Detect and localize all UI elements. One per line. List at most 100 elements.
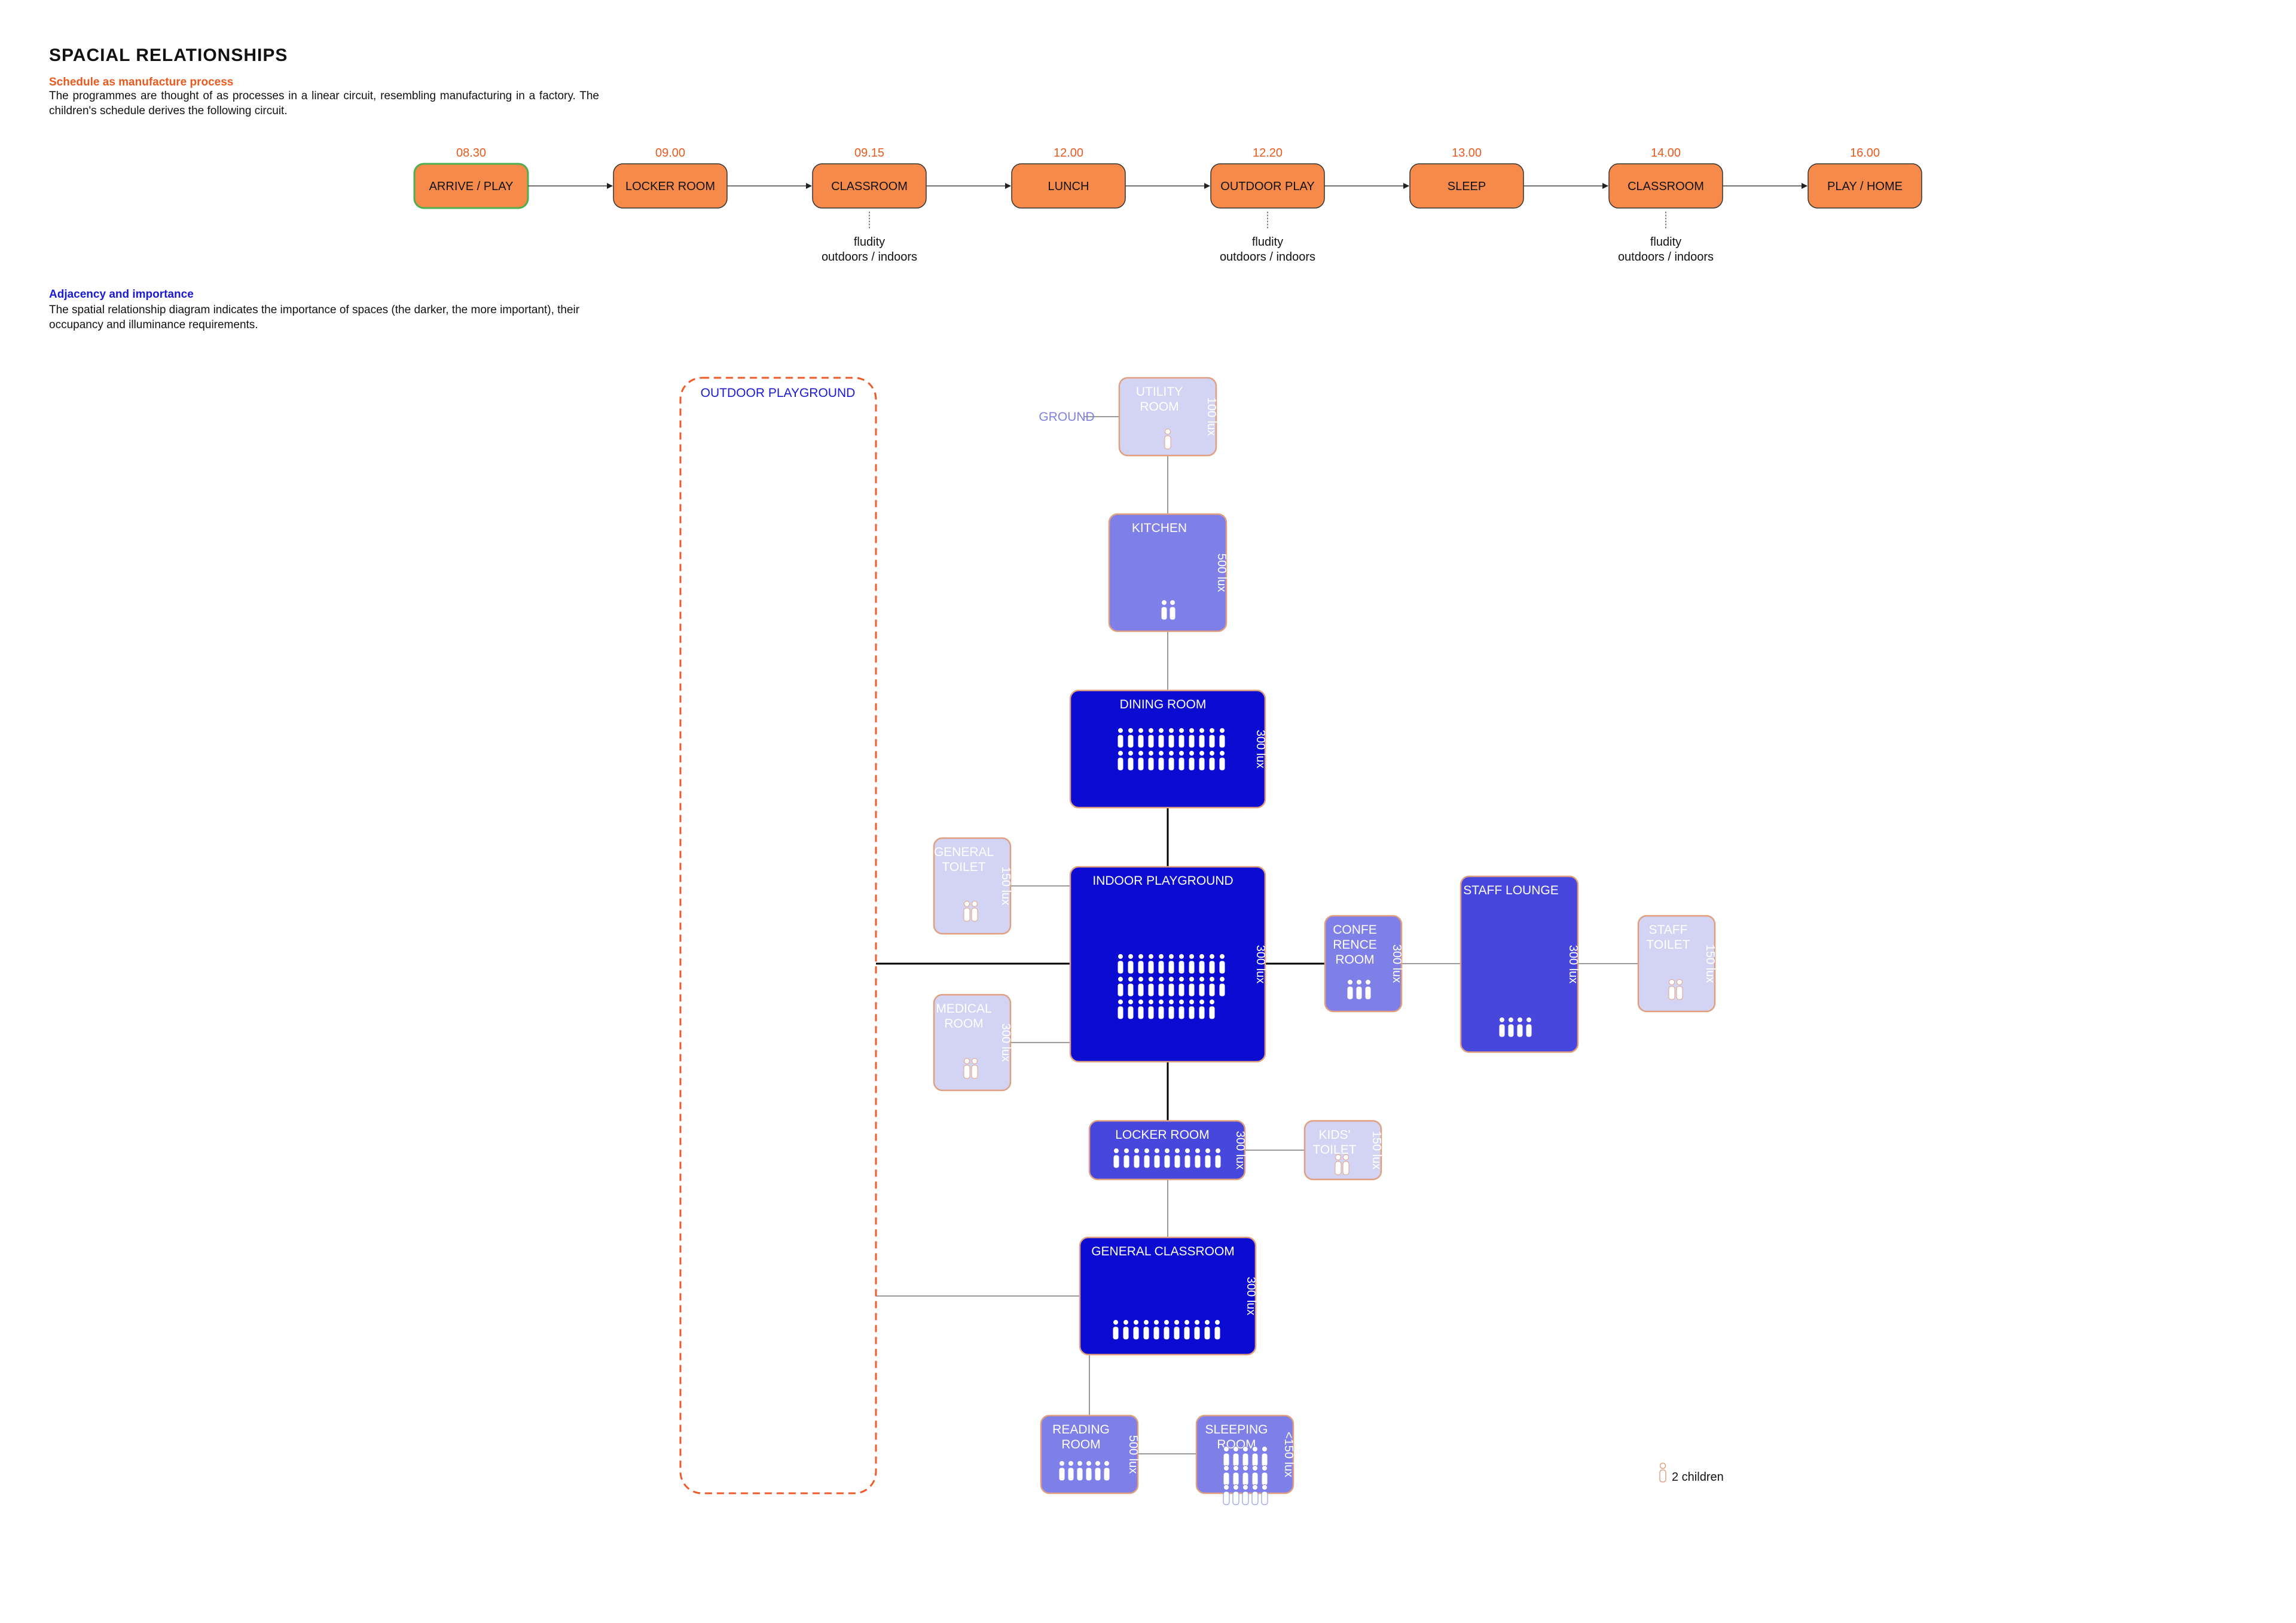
child-figure-body bbox=[1204, 1154, 1211, 1169]
child-figure-body bbox=[1188, 960, 1195, 974]
child-figure-head bbox=[1154, 1148, 1160, 1154]
child-figure-body bbox=[1347, 986, 1354, 1000]
child-figure-head bbox=[1148, 976, 1154, 982]
child-figure-body bbox=[1168, 960, 1175, 974]
child-figure-body bbox=[1153, 1154, 1161, 1169]
ground-label: GROUND bbox=[1039, 410, 1094, 424]
child-figure-body bbox=[1498, 1023, 1506, 1038]
child-figure-head bbox=[1209, 728, 1215, 733]
child-figure-head bbox=[1242, 1465, 1248, 1471]
room-lux: 100 lux bbox=[1205, 398, 1218, 436]
child-figure-head bbox=[1184, 1148, 1190, 1154]
child-figure-head bbox=[1118, 999, 1123, 1005]
child-figure-body bbox=[1188, 1005, 1195, 1020]
child-figure-body bbox=[1122, 1326, 1129, 1340]
child-figure-body bbox=[1168, 757, 1175, 771]
child-figure-head bbox=[1138, 750, 1144, 756]
child-figure-body bbox=[1242, 1453, 1249, 1467]
legend-figure-head bbox=[1659, 1462, 1666, 1469]
child-figure-head bbox=[1168, 750, 1174, 756]
child-figure-head bbox=[1123, 1148, 1129, 1154]
child-figure-head bbox=[1168, 953, 1174, 959]
child-figure-body bbox=[1178, 983, 1185, 997]
child-figure-head bbox=[1118, 728, 1123, 733]
child-figure-head bbox=[1158, 953, 1164, 959]
child-figure-body bbox=[1127, 960, 1134, 974]
child-figure-head bbox=[1365, 979, 1371, 985]
fluidity-note: fludity bbox=[854, 236, 885, 249]
adjacency-links: GROUND bbox=[876, 410, 1638, 1454]
child-figure-head bbox=[1068, 1460, 1074, 1466]
room-name: ROOM bbox=[1061, 1438, 1100, 1451]
child-figure-head bbox=[1161, 600, 1167, 606]
room-name: KITCHEN bbox=[1132, 521, 1187, 535]
child-figure-body bbox=[1188, 983, 1195, 997]
page-title: SPACIAL RELATIONSHIPS bbox=[49, 45, 288, 65]
room-name: READING bbox=[1052, 1423, 1110, 1436]
child-figure-head bbox=[1189, 953, 1195, 959]
child-figure-head bbox=[1059, 1460, 1065, 1466]
room-lux: 300 lux bbox=[999, 1023, 1012, 1062]
child-figure-head bbox=[1262, 1465, 1268, 1471]
child-figure-head bbox=[1209, 750, 1215, 756]
child-figure-head bbox=[1252, 1446, 1258, 1452]
child-figure-head bbox=[1205, 1148, 1211, 1154]
child-figure-head bbox=[1499, 1017, 1505, 1023]
child-figure-head bbox=[1158, 750, 1164, 756]
child-figure-head bbox=[1526, 1017, 1532, 1023]
child-figure-body bbox=[1198, 983, 1205, 997]
child-figure-body bbox=[1163, 1326, 1170, 1340]
child-figure-head bbox=[1219, 750, 1225, 756]
child-figure-head bbox=[1148, 750, 1154, 756]
child-figure-body bbox=[1158, 757, 1165, 771]
child-figure-head bbox=[1356, 979, 1362, 985]
child-figure-body bbox=[1094, 1467, 1101, 1481]
child-figure-body bbox=[1067, 1467, 1074, 1481]
child-figure-head bbox=[1144, 1148, 1150, 1154]
room-name: KIDS' bbox=[1318, 1128, 1350, 1142]
child-figure-head bbox=[1095, 1460, 1101, 1466]
child-figure-head bbox=[1148, 728, 1154, 733]
child-figure-body bbox=[1198, 757, 1205, 771]
child-figure-head bbox=[1204, 1319, 1210, 1325]
room-name: ROOM bbox=[1140, 400, 1178, 414]
child-figure-body bbox=[1178, 734, 1185, 748]
child-figure-body bbox=[1137, 734, 1144, 748]
child-figure-body bbox=[1147, 757, 1155, 771]
child-figure-body bbox=[1251, 1491, 1259, 1505]
room-lux: 300 lux bbox=[1234, 1131, 1247, 1170]
child-figure-head bbox=[1168, 999, 1174, 1005]
room-lux: 150 lux bbox=[999, 867, 1012, 906]
room-name: ROOM bbox=[1335, 953, 1374, 967]
child-figure-head bbox=[1118, 750, 1123, 756]
child-figure-head bbox=[1517, 1017, 1523, 1023]
child-figure-body bbox=[1147, 960, 1155, 974]
room-box bbox=[1069, 689, 1266, 809]
child-figure-head bbox=[1209, 953, 1215, 959]
child-figure-head bbox=[972, 1058, 978, 1064]
schedule-section-title: Schedule as manufacture process bbox=[49, 76, 234, 88]
child-figure-head bbox=[1669, 979, 1675, 985]
child-figure-body bbox=[963, 1065, 970, 1079]
child-figure-head bbox=[1158, 976, 1164, 982]
child-figure-body bbox=[1173, 1326, 1180, 1340]
adjacency-section-text: The spatial relationship diagram indicat… bbox=[49, 304, 580, 331]
child-figure-head bbox=[1174, 1148, 1180, 1154]
child-figure-body bbox=[1188, 734, 1195, 748]
child-figure-head bbox=[1148, 953, 1154, 959]
child-figure-body bbox=[1342, 1161, 1349, 1175]
child-figure-head bbox=[1165, 429, 1171, 435]
room-box bbox=[1108, 513, 1228, 632]
child-figure-body bbox=[1208, 960, 1216, 974]
child-figure-body bbox=[1132, 1326, 1140, 1340]
child-figure-body bbox=[1194, 1154, 1201, 1169]
child-figure-head bbox=[1219, 976, 1225, 982]
child-figure-head bbox=[1209, 976, 1215, 982]
child-figure-body bbox=[1219, 757, 1226, 771]
room-lux: 300 lux bbox=[1254, 945, 1267, 984]
child-figure-body bbox=[1117, 983, 1124, 997]
